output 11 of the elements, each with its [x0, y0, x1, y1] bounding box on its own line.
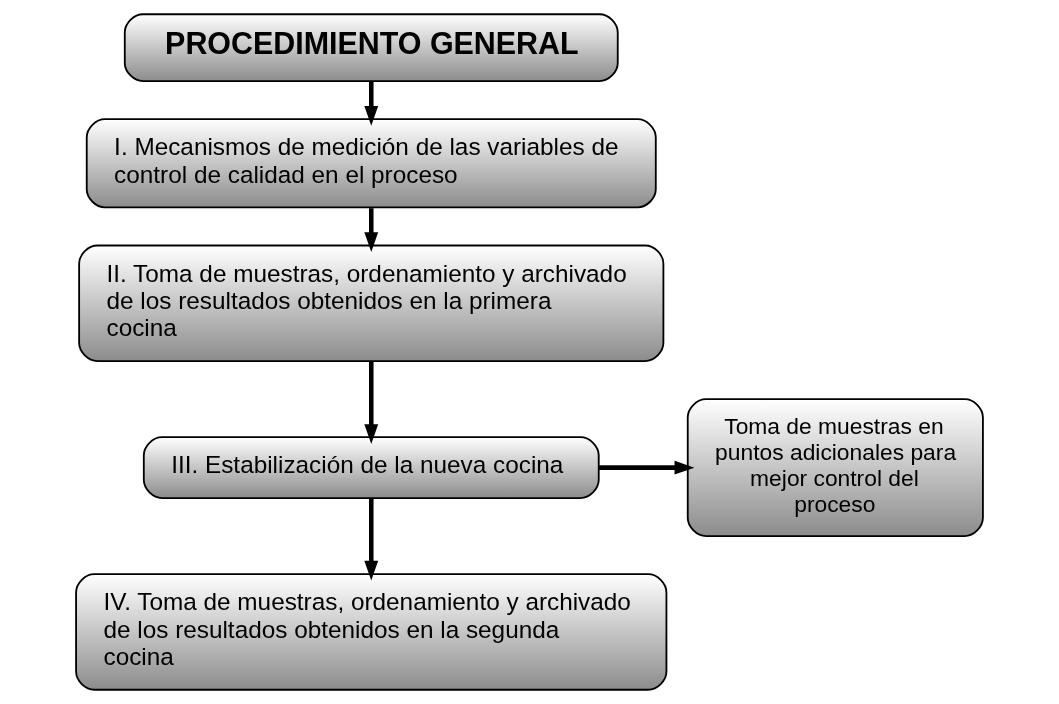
node-box: II. Toma de muestras, ordenamiento y archivado de los resultados obtenidos en la primera cocina [78, 244, 665, 363]
arrow [364, 81, 379, 126]
arrow [364, 361, 379, 445]
node-box: IV. Toma de muestras, ordenamiento y archivado de los resultados obtenidos en la segunda cocina [75, 573, 668, 691]
arrow [364, 208, 379, 253]
node-box: III. Estabilización de la nueva cocina [142, 436, 600, 499]
node-box: PROCEDIMIENTO GENERAL [123, 13, 619, 83]
node-box: Toma de muestras en puntos adicionales para mejor control del proceso [686, 398, 984, 537]
arrow [364, 498, 379, 581]
node-box: I. Mecanismos de medición de las variables de control de calidad en el proceso [85, 118, 657, 209]
arrow [598, 460, 695, 475]
